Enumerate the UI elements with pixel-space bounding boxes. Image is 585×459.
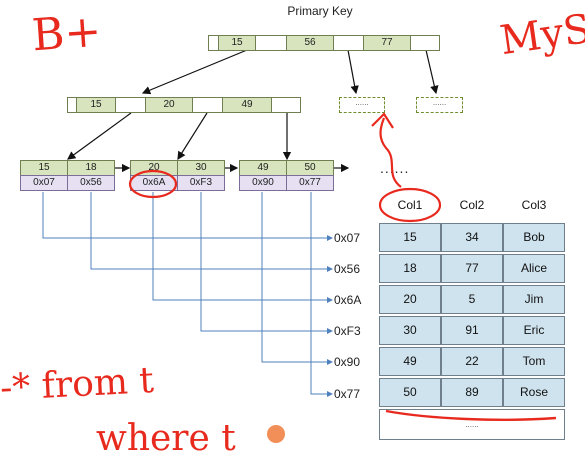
pointer-arrowhead (371, 112, 394, 129)
addr-connector-0x90 (261, 192, 333, 365)
internal-pointer (271, 97, 301, 113)
addr-connector-0x6A (152, 192, 333, 303)
addr-connector-0x07 (42, 192, 333, 241)
root-pointer (410, 35, 440, 51)
row-address-label: 0x6A (334, 293, 362, 307)
table-cell: Tom (503, 347, 565, 376)
row-address-label: 0xF3 (334, 324, 361, 338)
arrow-root-to-dashed-2 (425, 49, 439, 95)
table-cell: 77 (441, 254, 503, 283)
table-cell: Eric (503, 316, 565, 345)
leaf-address: 0x77 (286, 175, 334, 191)
table-cell: 91 (441, 316, 503, 345)
highlight-circle-col1 (378, 187, 442, 223)
table-cell: Bob (503, 223, 565, 252)
placeholder-node: ...... (416, 97, 463, 113)
table-cell: 50 (379, 378, 441, 407)
pointer-arrow-scribble (379, 117, 402, 188)
row-address-label: 0x90 (334, 355, 361, 369)
addr-connector-0x77 (310, 192, 333, 397)
table-cell: 89 (441, 378, 503, 407)
table-cell: 20 (379, 285, 441, 314)
table-header: Col2 (459, 198, 485, 212)
arrow-root-to-dashed-1 (347, 49, 359, 95)
table-header: Col1 (397, 198, 423, 212)
table-cell: Alice (503, 254, 565, 283)
underline-stroke (385, 409, 557, 421)
table-cell: Jim (503, 285, 565, 314)
placeholder-node: ...... (339, 97, 385, 113)
arrow-level2-to-leaf-1 (67, 112, 132, 160)
leaf-address: 0x56 (67, 175, 115, 191)
table-cell: 22 (441, 347, 503, 376)
table-cell: 5 (441, 285, 503, 314)
leaf-address: 0xF3 (177, 175, 225, 191)
arrow-level2-to-leaf-2 (177, 112, 208, 161)
table-cell: Rose (503, 378, 565, 407)
addr-connector-0xF3 (200, 192, 333, 334)
table-cell: 49 (379, 347, 441, 376)
row-address-label: 0x56 (334, 262, 361, 276)
root-key: 15 (218, 35, 256, 51)
row-address-label: 0x77 (334, 387, 361, 401)
arrow-root-to-level2 (141, 49, 248, 95)
table-cell: 18 (379, 254, 441, 283)
diagram-title: Primary Key (287, 4, 353, 18)
highlight-circle-0x6A (128, 169, 178, 199)
cursor-dot (267, 425, 285, 443)
table-cell: 15 (379, 223, 441, 252)
table-cell: 30 (379, 316, 441, 345)
table-cell: 34 (441, 223, 503, 252)
addr-connector-0x56 (90, 192, 333, 272)
row-address-label: 0x07 (334, 231, 361, 245)
table-header: Col3 (521, 198, 547, 212)
leaf-ellipsis: ...... (380, 160, 410, 176)
